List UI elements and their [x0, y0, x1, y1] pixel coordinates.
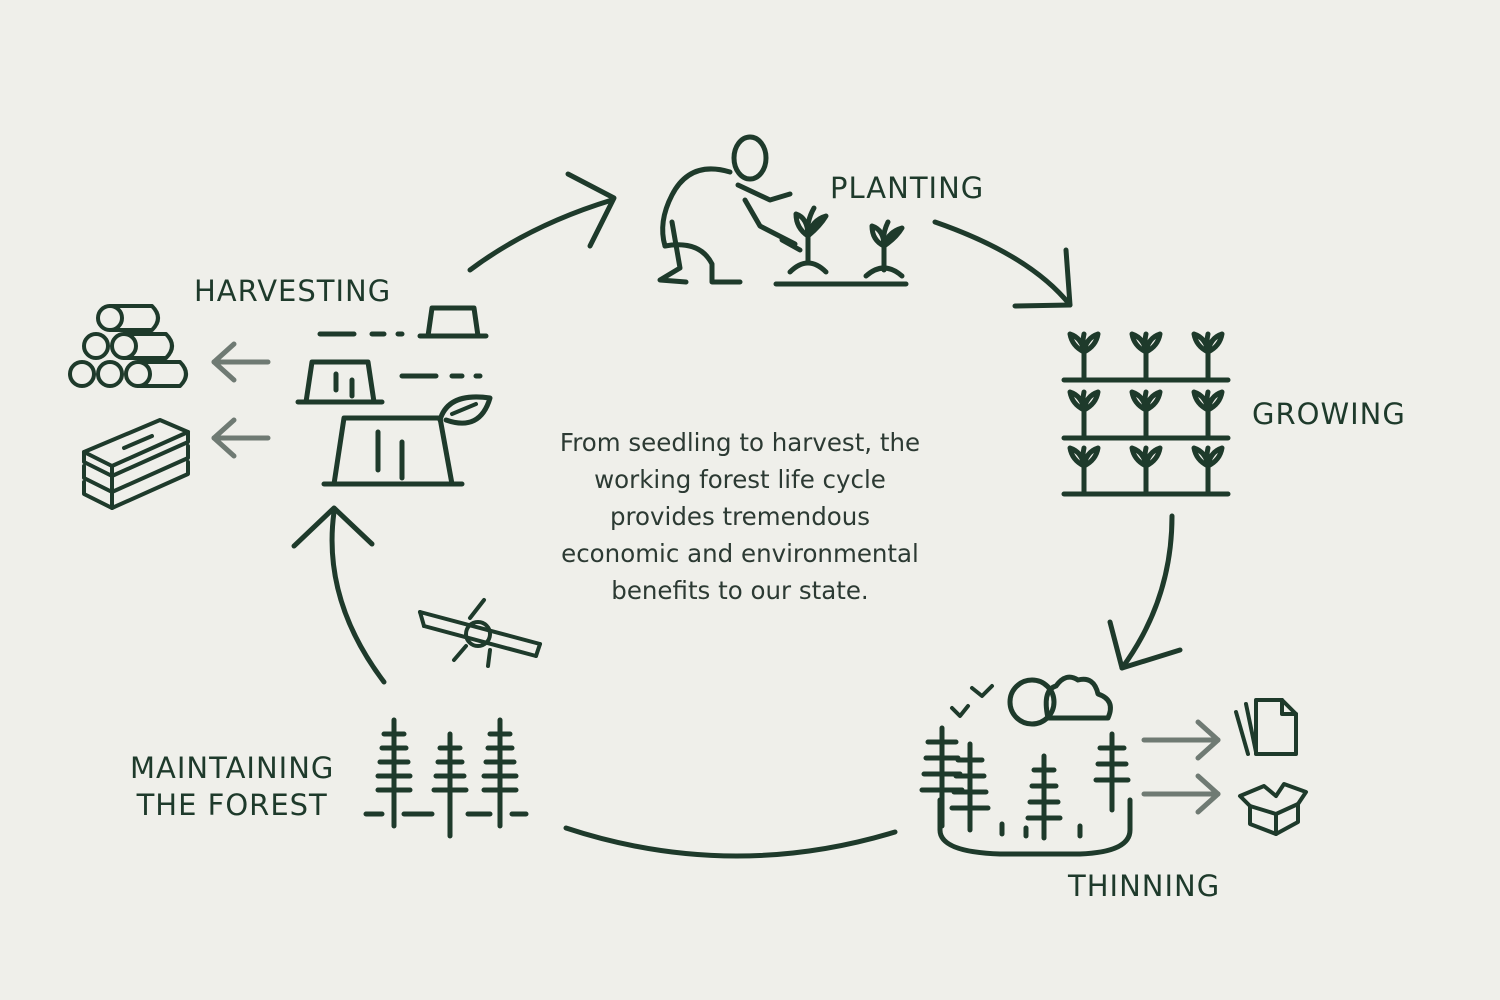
stage-label-growing: GROWING	[1252, 397, 1406, 431]
seedling-icon	[863, 219, 905, 279]
stage-label-maintaining-line1: MAINTAINING	[130, 751, 335, 785]
stage-label-maintaining-line2: THE FOREST	[136, 788, 328, 822]
pine-trees-icon	[363, 717, 529, 839]
center-description-line: economic and environmental	[561, 539, 919, 568]
center-description-line: working forest life cycle	[594, 465, 886, 494]
cycle-arrow-harvest-to-planting	[467, 171, 617, 273]
cardboard-box-icon	[1238, 782, 1308, 836]
center-description-line: From seedling to harvest, the	[559, 428, 921, 457]
log-pile-icon	[68, 304, 188, 388]
stage-label-thinning: THINNING	[1068, 869, 1221, 903]
planter-person-icon	[657, 134, 803, 285]
thinning-output-arrows	[1141, 719, 1221, 815]
stage-label-maintaining: MAINTAINING THE FOREST	[130, 750, 334, 824]
tree-stump-icon	[317, 305, 489, 339]
tree-stand-icon	[919, 725, 1133, 857]
harvest-output-arrows	[211, 341, 271, 459]
stage-label-harvesting: HARVESTING	[194, 274, 392, 308]
paper-stack-icon	[1234, 698, 1298, 756]
stage-label-planting: PLANTING	[830, 171, 985, 205]
center-description-line: provides tremendous	[609, 502, 871, 531]
birds-icon	[950, 684, 994, 718]
lumber-stack-icon	[82, 418, 190, 510]
crop-duster-plane-icon	[418, 598, 542, 668]
center-description: From seedling to harvest, the working fo…	[530, 424, 950, 609]
seedling-icon	[773, 205, 909, 287]
seedling-grid-icon	[1061, 331, 1231, 497]
cycle-arrow-growing-to-thinning	[1107, 513, 1183, 671]
cycle-arrow-maintaining-to-harvesting	[291, 505, 387, 685]
cycle-arrow-thinning-to-maintaining	[563, 825, 898, 859]
cloud-sun-icon	[1007, 674, 1113, 727]
center-description-line: benefits to our state.	[611, 576, 869, 605]
tree-stump-icon	[295, 359, 483, 405]
tree-stump-icon	[321, 394, 493, 487]
cycle-arrow-planting-to-growing	[932, 219, 1073, 309]
